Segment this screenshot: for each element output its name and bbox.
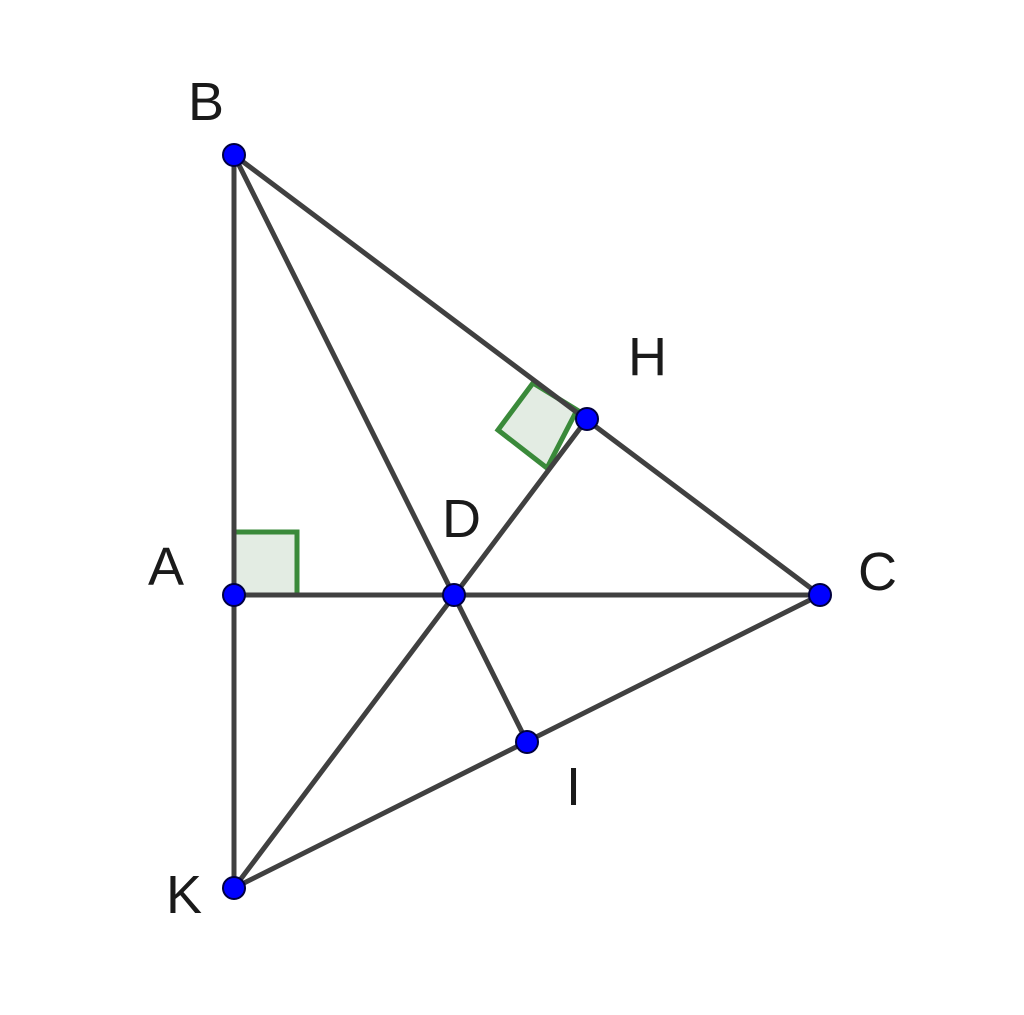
segment-KH bbox=[231, 416, 590, 891]
point-D[interactable] bbox=[442, 583, 466, 607]
segment-BC bbox=[231, 152, 823, 598]
point-K[interactable] bbox=[222, 876, 246, 900]
label-C: C bbox=[858, 542, 897, 602]
label-I: I bbox=[566, 757, 581, 817]
label-A: A bbox=[148, 537, 184, 597]
point-I[interactable] bbox=[515, 730, 539, 754]
label-B: B bbox=[188, 72, 224, 132]
label-H: H bbox=[628, 327, 667, 387]
point-H[interactable] bbox=[575, 407, 599, 431]
point-C[interactable] bbox=[808, 583, 832, 607]
label-D: D bbox=[442, 489, 481, 549]
segment-BI bbox=[231, 152, 530, 745]
right-angle-marker-H bbox=[494, 379, 581, 472]
points bbox=[222, 143, 832, 900]
segments bbox=[231, 152, 823, 891]
point-B[interactable] bbox=[222, 143, 246, 167]
label-K: K bbox=[166, 865, 202, 925]
point-A[interactable] bbox=[222, 583, 246, 607]
right-angle-marker-A bbox=[231, 529, 300, 598]
